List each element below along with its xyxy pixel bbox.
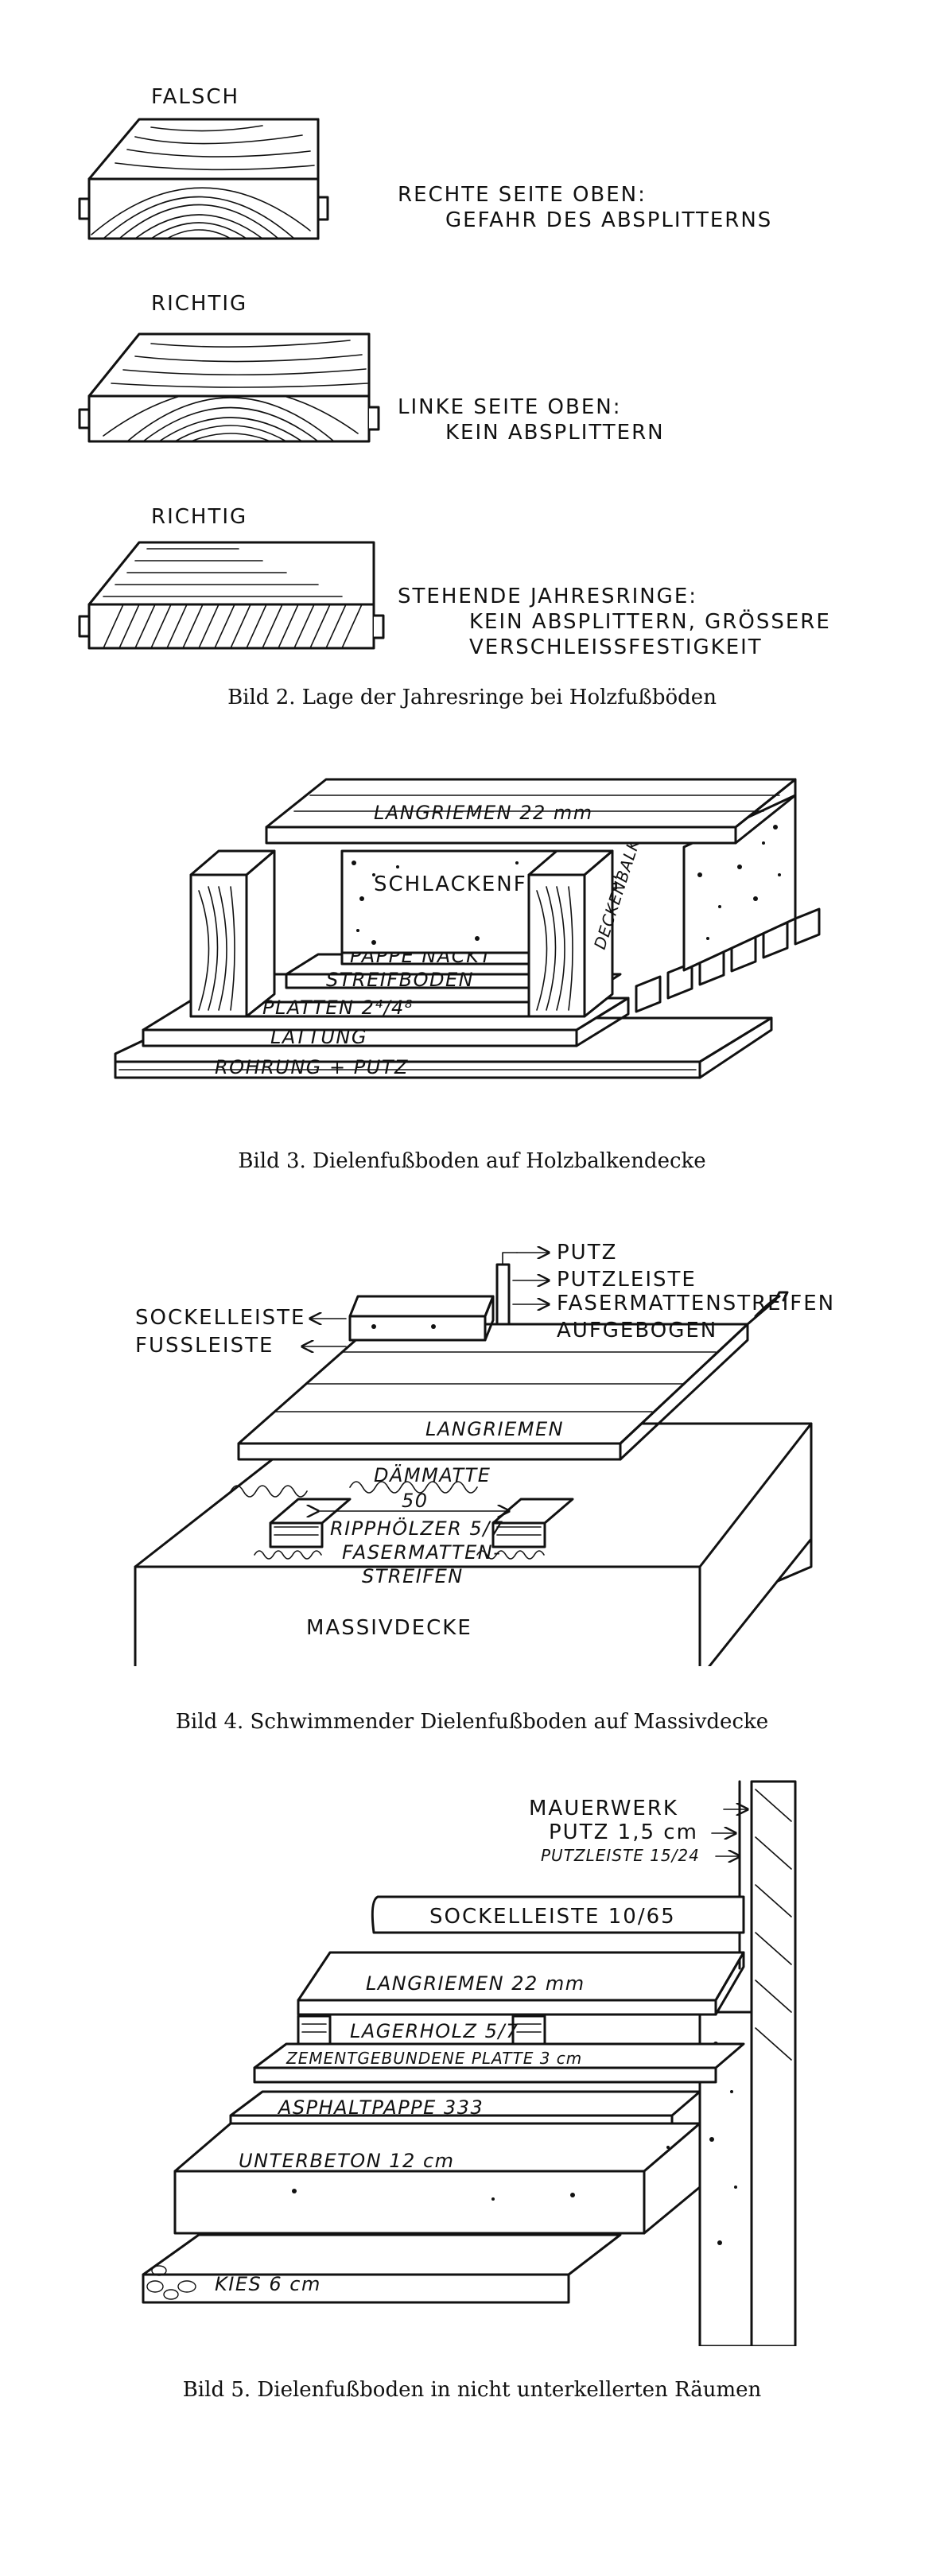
label-mauerwerk: MAUERWERK (529, 1797, 678, 1820)
label-streifboden: STREIFBODEN (326, 969, 474, 991)
massivdecke-slab: MASSIVDECKE (134, 1422, 813, 1666)
label-aufgebogen: AUFGEBOGEN (557, 1319, 717, 1342)
langriemen-board: LANGRIEMEN (237, 1323, 749, 1461)
label-putzleiste: PUTZLEISTE 15/24 (541, 1846, 700, 1865)
label-rohrung: ROHRUNG + PUTZ (215, 1056, 409, 1078)
figure-3-caption: Bild 3. Dielenfußboden auf Holzbalkendec… (238, 1149, 706, 1173)
label-dimension: 50 (402, 1490, 429, 1512)
label-lagerholz: LAGERHOLZ 5/7 (350, 2020, 519, 2042)
label-lattung: LATTUNG (270, 1026, 367, 1048)
panel-note-3: VERSCHLEISSFESTIGKEIT (469, 635, 763, 659)
label-sockelleiste: SOCKELLEISTE 10/65 (429, 1905, 676, 1929)
figure-3-floor-on-timber-beams: ROHRUNG + PUTZ LATTUNG PLATTEN 2⁴/4⁸ STR… (114, 778, 821, 1079)
board-panel-richtig-1: RICHTIG LINKE SEITE OBEN: KEIN ABSPLITTE… (78, 292, 665, 445)
beam-left (189, 849, 276, 1018)
beam-right (527, 849, 614, 1018)
figure-2-caption: Bild 2. Lage der Jahresringe bei Holzfuß… (227, 686, 717, 709)
label-faser-1: FASERMATTEN- (342, 1541, 501, 1564)
figure-4-caption: Bild 4. Schwimmender Dielenfußboden auf … (175, 1710, 769, 1734)
panel-heading: RICHTIG (151, 292, 247, 316)
label-massivdecke: MASSIVDECKE (306, 1616, 472, 1640)
top-board-langriemen: LANGRIEMEN 22 mm (265, 778, 797, 845)
label-putz: PUTZ (557, 1241, 617, 1265)
figure-2-board-drawings: FALSCH RECHTE SEITE OBEN: GEFAHR DES ABS… (78, 85, 831, 659)
langriemen-board: LANGRIEMEN 22 mm (297, 1951, 745, 2016)
panel-note-1: RECHTE SEITE OBEN: (398, 183, 647, 207)
panel-note-1: STEHENDE JAHRESRINGE: (398, 585, 697, 608)
panel-note-2: GEFAHR DES ABSPLITTERNS (445, 208, 772, 232)
panel-note-2: KEIN ABSPLITTERN, GRÖSSERE (469, 608, 831, 634)
label-langriemen: LANGRIEMEN (425, 1418, 564, 1440)
label-kies: KIES 6 cm (215, 2273, 321, 2295)
label-putzleiste: PUTZLEISTE (557, 1268, 697, 1292)
panel-heading: RICHTIG (151, 505, 247, 529)
figure-4-floating-floor: MASSIVDECKE DÄMMATTE 50 RIPPHÖLZER 5/7 F… (134, 1241, 835, 1666)
label-putz: PUTZ 1,5 cm (549, 1820, 698, 1844)
panel-note-1: LINKE SEITE OBEN: (398, 395, 621, 419)
label-fasermattenstreifen: FASERMATTENSTREIFEN (557, 1292, 835, 1315)
label-langriemen: LANGRIEMEN 22 mm (366, 1972, 585, 1995)
panel-note-2: KEIN ABSPLITTERN (445, 421, 665, 445)
label-daemmatte: DÄMMATTE (374, 1463, 491, 1486)
label-sockelleiste: SOCKELLEISTE (135, 1306, 305, 1330)
label-fussleiste: FUSSLEISTE (135, 1334, 274, 1358)
label-zement: ZEMENTGEBUNDENE PLATTE 3 cm (286, 2049, 582, 2068)
figure-5-caption: Bild 5. Dielenfußboden in nicht unterkel… (182, 2378, 762, 2402)
skirting-assembly (348, 1252, 518, 1342)
figure-5-floor-no-basement: KIES 6 cm UNTERBETON 12 cm ASPHALTPAPPE … (142, 1780, 797, 2346)
board-panel-richtig-2: RICHTIG STEHENDE JAHRESRINGE: KEIN ABSPL… (78, 505, 831, 659)
label-unterbeton: UNTERBETON 12 cm (239, 2150, 455, 2172)
label-langriemen: LANGRIEMEN 22 mm (374, 802, 593, 824)
board-panel-falsch: FALSCH RECHTE SEITE OBEN: GEFAHR DES ABS… (78, 85, 772, 240)
panel-heading: FALSCH (151, 85, 239, 109)
label-rippholzer: RIPPHÖLZER 5/7 (330, 1517, 504, 1540)
label-faser-2: STREIFEN (362, 1565, 464, 1587)
label-asphalt: ASPHALTPAPPE 333 (277, 2096, 484, 2119)
label-platten: PLATTEN 2⁴/4⁸ (262, 997, 414, 1019)
